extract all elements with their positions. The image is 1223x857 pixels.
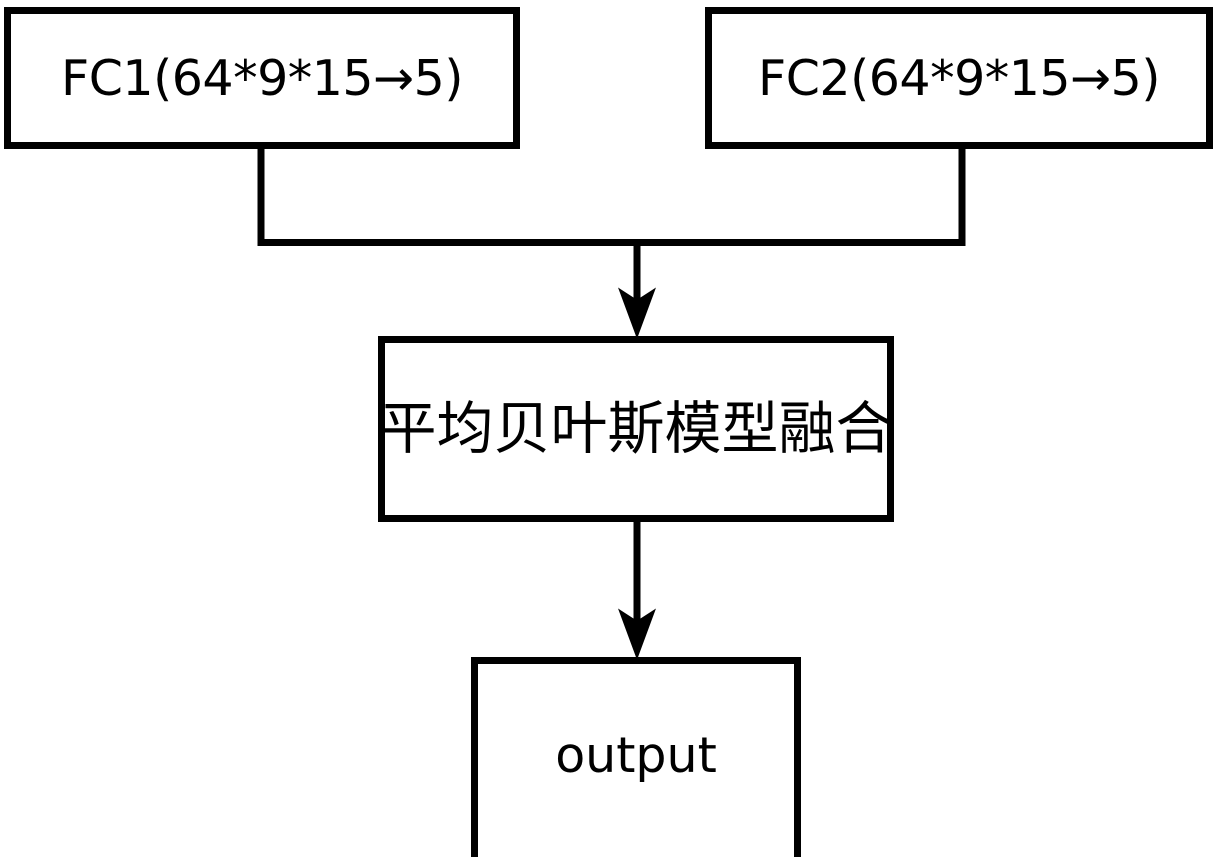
edge-fusion-to-output-arrowhead [618, 608, 656, 660]
node-fc1-label: FC1(64*9*15→5) [61, 49, 463, 107]
node-fusion-label: 平均贝叶斯模型融合 [379, 395, 893, 462]
node-output-label: output [555, 726, 717, 784]
node-average-bayesian-fusion[interactable]: 平均贝叶斯模型融合 [378, 336, 894, 522]
node-fc2[interactable]: FC2(64*9*15→5) [705, 7, 1213, 149]
node-fc1[interactable]: FC1(64*9*15→5) [4, 7, 520, 149]
edge-merge-to-fusion-arrowhead [618, 287, 656, 339]
node-output[interactable]: output [471, 657, 801, 857]
node-fc2-label: FC2(64*9*15→5) [758, 49, 1160, 107]
